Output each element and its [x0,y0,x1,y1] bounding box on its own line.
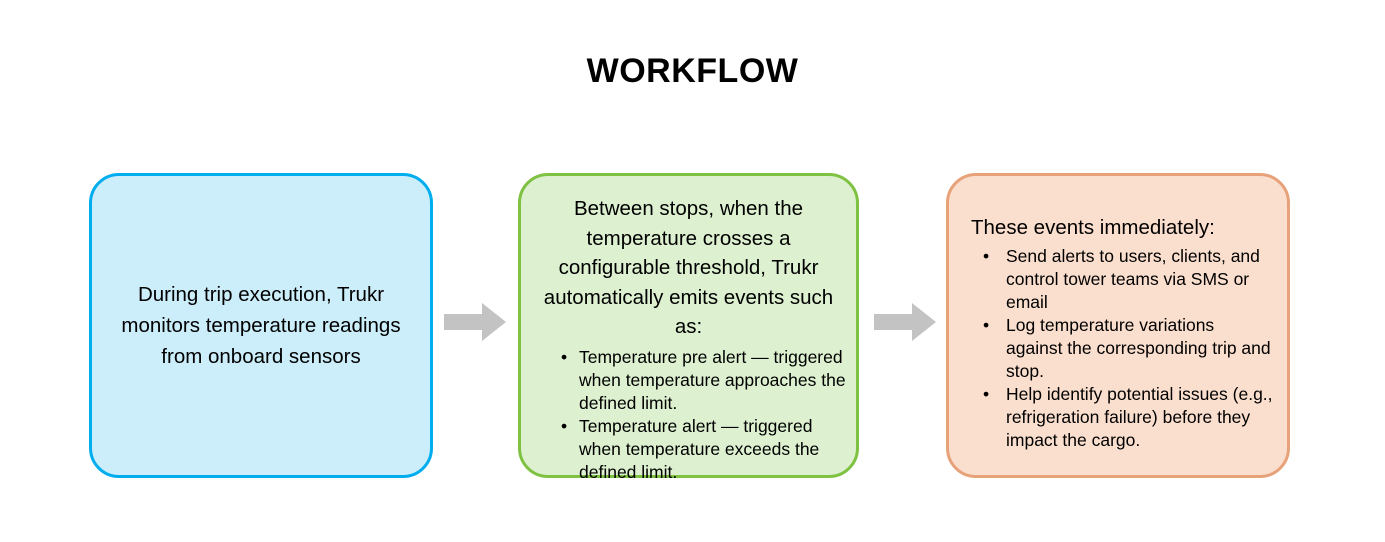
list-item-label: Temperature pre alert — triggered when t… [579,346,846,413]
list-item: • Temperature pre alert — triggered when… [561,346,846,415]
flow-arrow-2 [874,303,936,341]
flow-step-actions-heading: These events immediately: [971,216,1215,239]
list-item: • Send alerts to users, clients, and con… [983,245,1273,314]
bullet-icon: • [561,346,568,367]
flow-step-actions: These events immediately: • Send alerts … [946,173,1290,478]
bullet-icon: • [983,315,990,335]
right-arrow-icon [444,303,506,341]
flow-step-events-text: Between stops, when the temperature cros… [543,197,834,338]
list-item: • Temperature alert — triggered when tem… [561,415,846,484]
list-item-label: Send alerts to users, clients, and contr… [1006,246,1260,312]
flow-step-events-bullets: • Temperature pre alert — triggered when… [531,346,846,484]
list-item-label: Help identify potential issues (e.g., re… [1006,384,1273,450]
flow-step-monitor: During trip execution, Trukr monitors te… [89,173,433,478]
bullet-icon: • [561,415,568,436]
bullet-icon: • [983,246,990,266]
list-item-label: Log temperature variations against the c… [1006,315,1271,381]
page-title: WORKFLOW [586,52,799,90]
flow-step-actions-bullets: • Send alerts to users, clients, and con… [971,245,1273,452]
list-item: • Help identify potential issues (e.g., … [983,383,1273,452]
list-item: • Log temperature variations against the… [983,314,1273,383]
right-arrow-icon [874,303,936,341]
bullet-icon: • [983,384,990,404]
flow-step-events: Between stops, when the temperature cros… [518,173,859,482]
list-item-label: Temperature alert — triggered when tempe… [579,415,820,482]
flow-arrow-1 [444,303,506,341]
flow-step-monitor-text: During trip execution, Trukr monitors te… [121,283,401,368]
